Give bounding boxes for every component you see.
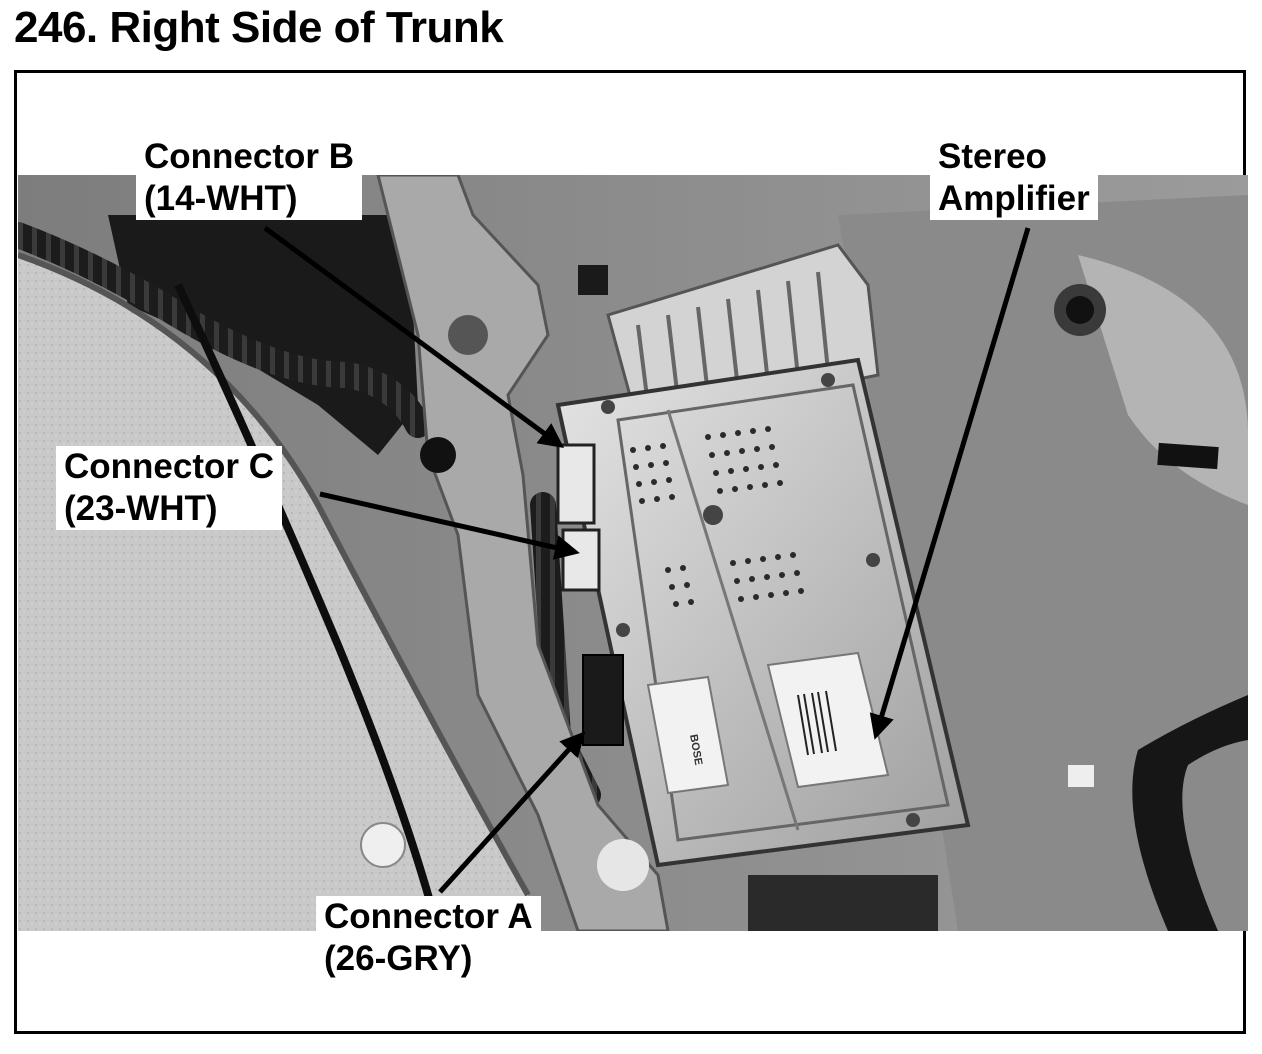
page-title: 246. Right Side of Trunk [14,3,504,52]
connector-a-label: Connector A [324,897,533,936]
connector-b-spec: (14-WHT) [144,179,298,218]
connector-a-spec: (26-GRY) [324,939,473,978]
callout-connector-a: Connector A (26-GRY) [316,896,541,980]
connector-c-spec: (23-WHT) [64,489,218,528]
connector-c-label: Connector C [64,447,274,486]
trunk-photo: BOSE [18,175,1248,931]
amplifier-brand: BOSE [687,733,704,766]
connector-b-label: Connector B [144,137,354,176]
amplifier-label-line1: Stereo [938,137,1047,176]
callout-connector-c: Connector C (23-WHT) [56,446,282,530]
callout-connector-b: Connector B (14-WHT) [136,136,362,220]
amplifier-label-line2: Amplifier [938,179,1090,218]
callout-stereo-amplifier: Stereo Amplifier [930,136,1098,220]
